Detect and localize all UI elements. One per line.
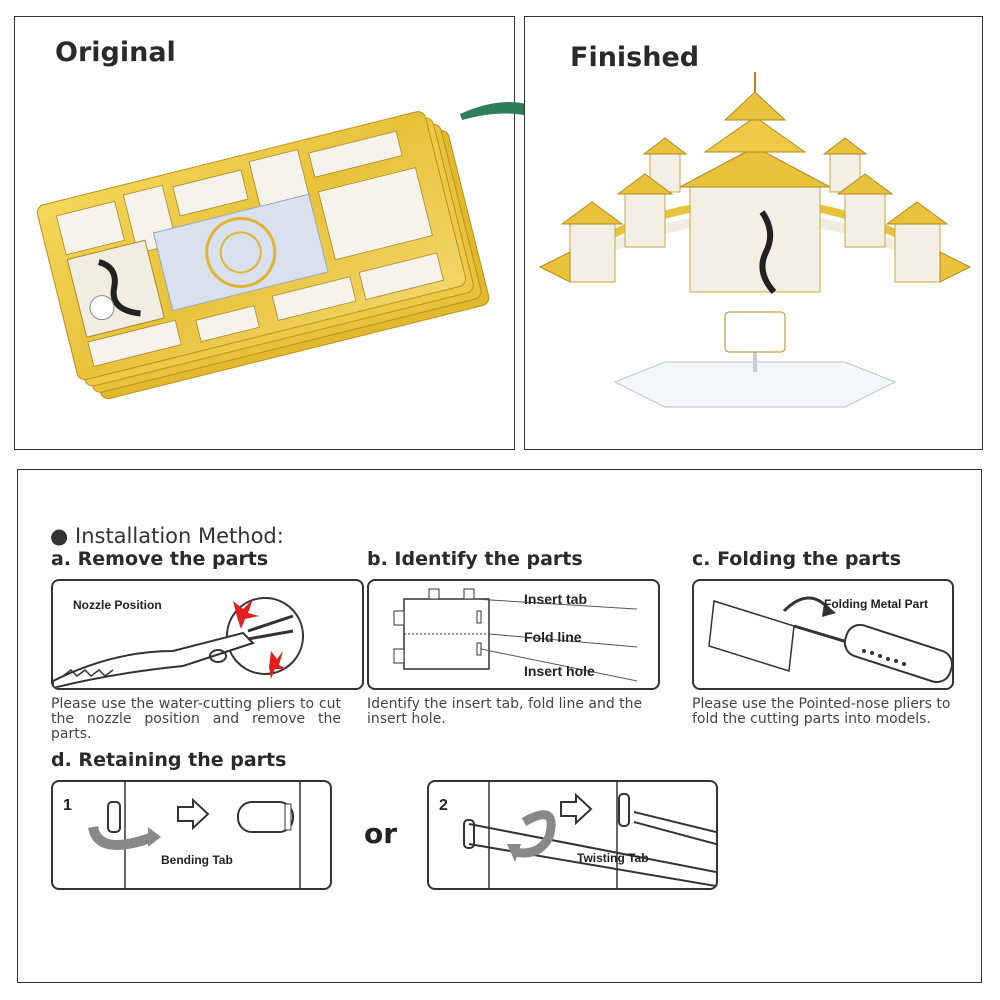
metal-sheets-image [36,111,490,400]
step-a-illustration: Nozzle Position [51,579,364,690]
step-d1-illustration: 1 Bending Tab [51,780,332,890]
step-b-description: Identify the insert tab, fold line and t… [367,696,643,727]
step-a-title: a. Remove the parts [51,548,269,570]
finished-panel: Finished [524,16,983,450]
step-b-illustration: Insert tab Fold line Insert hole [367,579,660,690]
finished-model-image [538,72,972,408]
step-d-title: d. Retaining the parts [51,749,287,771]
step-d2-number: 2 [439,797,448,814]
twisting-tab-label: Twisting Tab [577,851,649,865]
step-a-description: Please use the water-cutting pliers to c… [51,696,341,742]
step-c-description: Please use the Pointed-nose pliers to fo… [692,696,951,727]
or-separator: or [364,817,398,850]
folding-metal-part-label: Folding Metal Part [824,597,928,611]
installation-method-title: Installation Method: [75,524,284,548]
right-arrow-icon [177,797,210,831]
original-panel: Original [14,16,515,450]
step-c-illustration: Folding Metal Part [692,579,954,690]
nozzle-position-label: Nozzle Position [73,598,162,612]
installation-panel [17,469,982,983]
step-b-title: b. Identify the parts [367,548,583,570]
original-title: Original [55,37,176,68]
cut-mark-icon [233,599,259,629]
step-d1-number: 1 [63,797,72,814]
insert-tab-label: Insert tab [524,591,587,607]
finished-title: Finished [570,42,700,73]
step-d2-illustration: 2 Twisting Tab [427,780,718,890]
bending-tab-label: Bending Tab [161,853,233,867]
insert-hole-label: Insert hole [524,663,595,679]
installation-method-heading: ● Installation Method: [50,524,284,548]
fold-line-label: Fold line [524,629,582,645]
bullet-icon: ● [50,524,75,548]
right-arrow-icon-2 [560,792,593,826]
step-c-title: c. Folding the parts [692,548,902,570]
